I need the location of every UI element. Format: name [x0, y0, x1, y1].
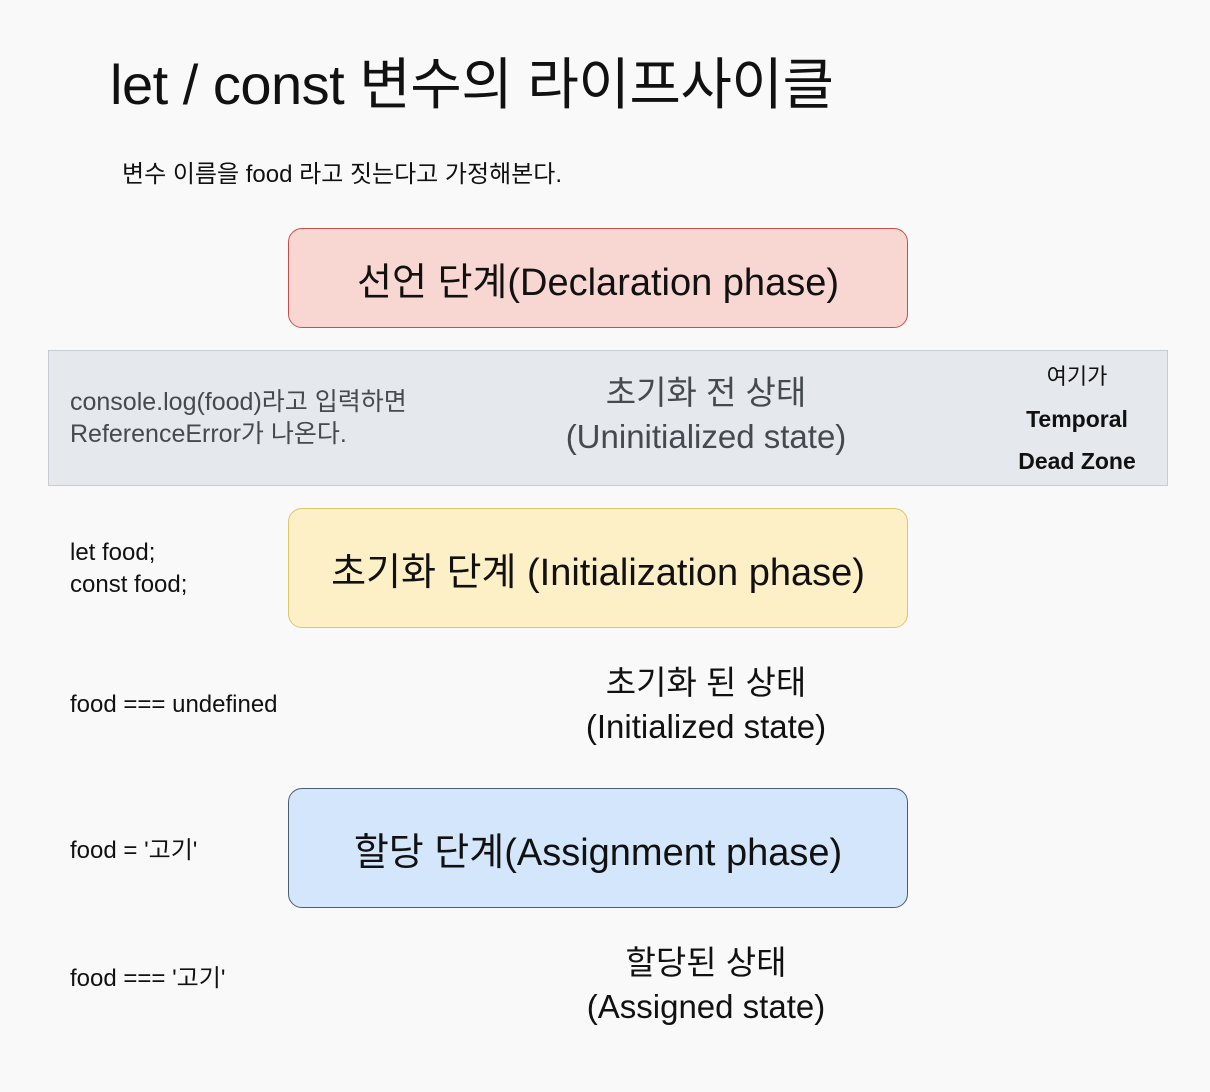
- initialized-state-korean: 초기화 된 상태: [605, 664, 807, 701]
- initialization-phase-box: 초기화 단계 (Initialization phase): [288, 508, 908, 628]
- tdz-prefix: 여기가: [1046, 364, 1108, 389]
- assignment-phase-box: 할당 단계(Assignment phase): [288, 788, 908, 908]
- initialized-state-label: 초기화 된 상태 (Initialized state): [496, 661, 916, 749]
- declare-code-note: let food; const food;: [70, 537, 187, 601]
- reference-error-line-2: ReferenceError가 나온다.: [70, 420, 347, 448]
- uninitialized-state-label: 초기화 전 상태 (Uninitialized state): [496, 371, 916, 459]
- declaration-phase-label: 선언 단계(Declaration phase): [356, 261, 839, 304]
- assigned-state-korean: 할당된 상태: [625, 944, 787, 981]
- tdz-line-1: Temporal: [1026, 406, 1128, 432]
- assigned-check-note: food === '고기': [70, 965, 226, 992]
- declare-let-line: let food;: [70, 539, 156, 566]
- assigned-state-english: (Assigned state): [586, 988, 826, 1025]
- undefined-check-note: food === undefined: [70, 691, 278, 718]
- declaration-phase-box: 선언 단계(Declaration phase): [288, 228, 908, 328]
- temporal-dead-zone-band: [48, 350, 1168, 486]
- assigned-state-label: 할당된 상태 (Assigned state): [496, 941, 916, 1029]
- subtitle: 변수 이름을 food 라고 짓는다고 가정해본다.: [122, 161, 562, 188]
- assign-code-note: food = '고기': [70, 837, 198, 864]
- tdz-line-2: Dead Zone: [1018, 448, 1136, 474]
- tdz-label: 여기가 Temporal Dead Zone: [996, 356, 1158, 482]
- uninitialized-state-korean: 초기화 전 상태: [605, 374, 807, 411]
- reference-error-note: console.log(food)라고 입력하면 ReferenceError가…: [70, 386, 407, 450]
- assignment-phase-label: 할당 단계(Assignment phase): [353, 831, 843, 874]
- initialization-phase-label: 초기화 단계 (Initialization phase): [331, 551, 865, 594]
- reference-error-line-1: console.log(food)라고 입력하면: [70, 388, 407, 416]
- initialized-state-english: (Initialized state): [585, 708, 827, 745]
- page-title: let / const 변수의 라이프사이클: [110, 53, 834, 116]
- declare-const-line: const food;: [70, 571, 188, 598]
- uninitialized-state-english: (Uninitialized state): [565, 418, 847, 455]
